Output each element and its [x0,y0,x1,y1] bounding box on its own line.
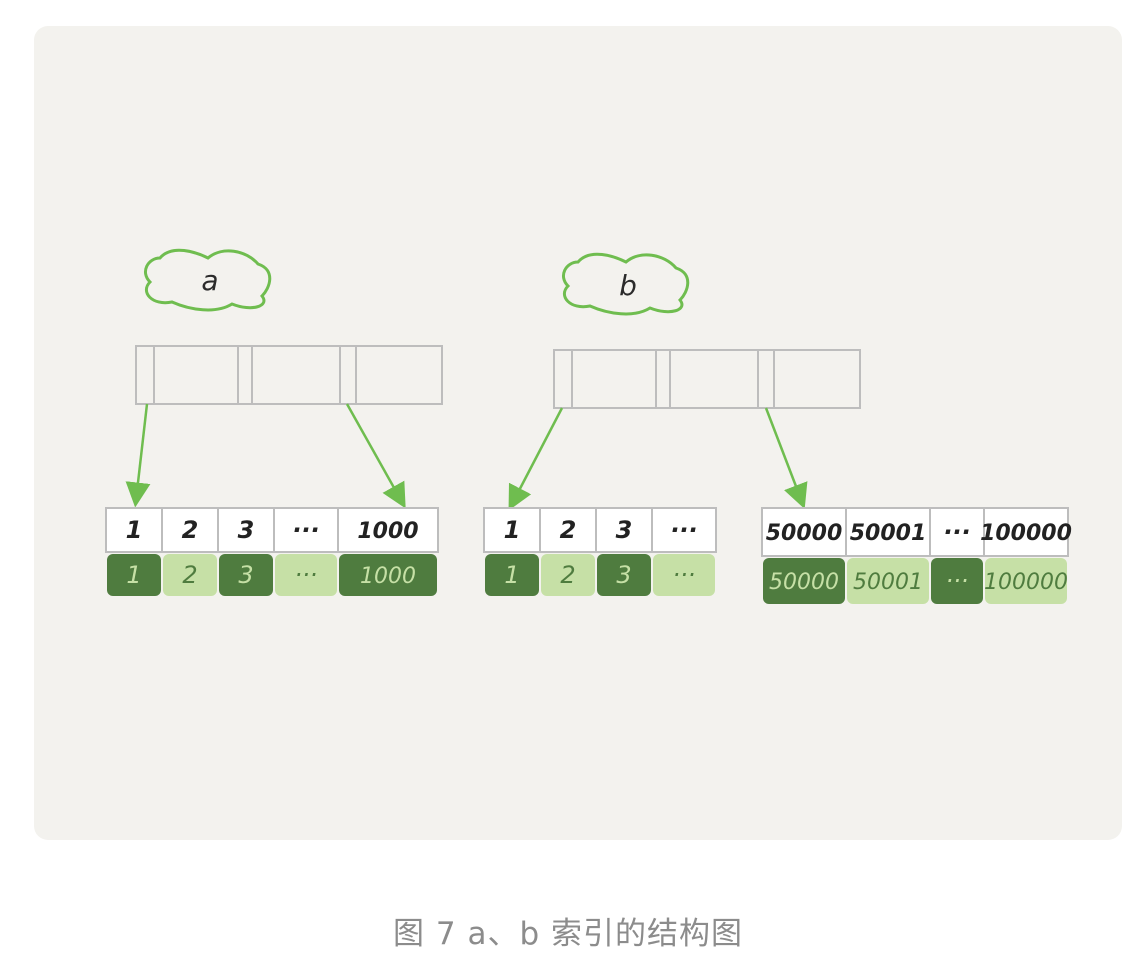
id-value: 2 [182,561,197,589]
cloud-outline-b [562,252,690,316]
arrow-b-right [764,407,808,510]
key-cell [105,507,163,553]
cloud-label-a: a [144,248,272,312]
arrow-a-left [125,403,151,508]
key-cell [483,507,541,553]
id-cell [163,554,217,596]
id-cell [763,558,845,604]
key-cell [539,507,597,553]
leaf-page-b-1: 1 1 2 2 3 3 ··· ··· [483,507,717,596]
key-value: ··· [292,516,319,544]
key-cell [845,507,931,557]
index-structure-diagram: a b 1 1 2 2 3 3 ··· ··· 1000 1000 1 1 2 2 3 3 ··· ··· 50… [105,248,1072,604]
id-value: 1 [126,561,141,589]
id-cell [597,554,651,596]
arrow-b-left [508,407,564,511]
key-cell [651,507,717,553]
key-cell [337,507,439,553]
key-value: 2 [182,516,199,544]
id-cell [485,554,539,596]
id-cell [219,554,273,596]
diagram-panel [34,26,1122,840]
id-value: ··· [673,561,696,589]
key-value: 3 [238,516,255,544]
id-cell [275,554,337,596]
id-value: 1 [504,561,519,589]
key-value: ··· [943,518,970,546]
id-value: ··· [946,567,969,595]
key-value: 2 [560,516,577,544]
key-cell [595,507,653,553]
cloud-outline-a [144,248,272,312]
root-node-b [553,349,861,409]
id-cell [985,558,1067,604]
key-value: 1000 [357,519,418,544]
id-value: 100000 [984,570,1068,595]
key-cell [929,507,985,557]
leaf-page-b-2: 50000 50000 50001 50001 ··· ··· 100000 100000 [761,507,1072,604]
index-b-label: b [619,269,637,302]
id-cell [931,558,983,604]
id-cell [847,558,929,604]
key-cell [983,507,1069,557]
figure-caption: 图 7 a、b 索引的结构图 [393,916,743,952]
key-value: 50001 [850,521,927,546]
root-node-a [135,345,443,405]
id-value: 50001 [853,570,923,595]
leaf-page-a-1: 1 1 2 2 3 3 ··· ··· 1000 1000 [105,507,439,596]
id-value: 3 [616,561,631,589]
id-cell [653,554,715,596]
id-cell [541,554,595,596]
id-value: ··· [295,561,318,589]
id-cell [339,554,437,596]
id-value: 1000 [360,564,416,589]
key-value: ··· [670,516,697,544]
cloud-label-b: b [562,252,690,316]
id-value: 2 [560,561,575,589]
id-cell [107,554,161,596]
arrow-a-right [345,403,406,509]
key-value: 50000 [766,521,843,546]
index-a-label: a [201,264,218,297]
key-value: 1 [126,516,143,544]
id-value: 50000 [769,570,839,595]
id-value: 3 [238,561,253,589]
key-value: 1 [504,516,521,544]
key-value: 3 [616,516,633,544]
key-value: 100000 [980,521,1072,546]
